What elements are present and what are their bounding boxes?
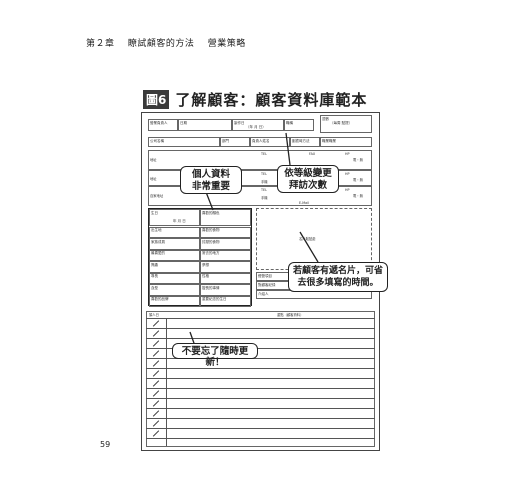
- figure-heading: 圖6 了解顧客：顧客資料庫範本: [143, 89, 367, 110]
- section-label: 瞭試顧客的方法: [127, 39, 195, 49]
- chapter-label: 第２章: [86, 39, 115, 49]
- history-row-line: [146, 418, 375, 419]
- personal-field-left: 出生地: [149, 226, 200, 238]
- history-notes-header: 重點（顧客資料）: [277, 313, 304, 317]
- personal-field-right: 喜歡的顏色: [200, 209, 251, 226]
- history-row-line: [146, 348, 375, 349]
- personal-field-left: 最喜愛的: [149, 249, 200, 261]
- form-cell: 日期: [178, 119, 232, 131]
- history-row-line: [146, 428, 375, 429]
- personal-field-left: 興趣: [149, 261, 200, 273]
- personal-field-left: 喜歡的品牌: [149, 295, 200, 307]
- form-cell: 部門: [220, 137, 250, 147]
- form-cell: 負責人姓名: [250, 137, 290, 147]
- callout-visit-frequency: 依等級變更拜訪次數: [277, 165, 339, 193]
- history-column-divider: [166, 318, 167, 446]
- page-number: 59: [100, 440, 111, 449]
- personal-field-right: 討厭的食物: [200, 238, 251, 250]
- personal-field-right: 擅長的事情: [200, 284, 251, 296]
- subsection-label: 營業策略: [207, 39, 246, 49]
- history-row-line: [146, 388, 375, 389]
- address-row: 地址 TEL FAX HP 電・無: [148, 150, 372, 170]
- form-cell: 公司名稱: [148, 137, 220, 147]
- address-row: 自家地址 TEL 手機 E-Mail HP 電・無: [148, 186, 372, 206]
- figure-number: 圖6: [143, 90, 170, 109]
- personal-field-right: 夢想: [200, 261, 251, 273]
- history-row-line: [146, 398, 375, 399]
- form-cell: 營業負責人: [148, 119, 178, 131]
- address-row: 地址 TEL 手機 HP 電・無: [148, 170, 372, 186]
- callout-update-reminder: 不要忘了隨時更新！: [172, 343, 258, 368]
- history-row-line: [146, 328, 375, 329]
- history-row-line: [146, 318, 375, 319]
- form-cell: 職業職業: [320, 137, 372, 147]
- history-row-line: [146, 358, 375, 359]
- personal-field-left: 血型: [149, 284, 200, 296]
- personal-field-left: 生日年 月 日: [149, 209, 200, 226]
- history-row-line: [146, 408, 375, 409]
- history-row-line: [146, 378, 375, 379]
- personal-field-left: 專長: [149, 272, 200, 284]
- personal-field-right: 性格: [200, 272, 251, 284]
- personal-field-left: 家族成員: [149, 238, 200, 250]
- history-row-line: [146, 368, 375, 369]
- form-cell: 製作日（年 月 日）: [232, 119, 284, 131]
- personal-field-right: 常去的地方: [200, 249, 251, 261]
- form-cell: 週數（每周 點提）: [320, 115, 372, 133]
- callout-business-card: 若顧客有遞名片，可省去很多填寫的時間。: [288, 262, 388, 292]
- personal-field-right: 重要紀念的生日: [200, 295, 251, 307]
- history-table: 頭人日 重點（顧客資料）: [146, 311, 375, 447]
- history-row-line: [146, 338, 375, 339]
- history-row-line: [146, 438, 375, 439]
- history-date-header: 頭人日: [149, 313, 159, 317]
- form-cell: 職稱: [284, 119, 314, 131]
- callout-personal-info: 個人資料非常重要: [180, 166, 242, 194]
- figure-title: 了解顧客：顧客資料庫範本: [175, 91, 368, 109]
- form-cell: 副擔時方法: [290, 137, 320, 147]
- personal-field-right: 喜歡的食物: [200, 226, 251, 238]
- running-header: 第２章 瞭試顧客的方法 營業策略: [86, 36, 256, 49]
